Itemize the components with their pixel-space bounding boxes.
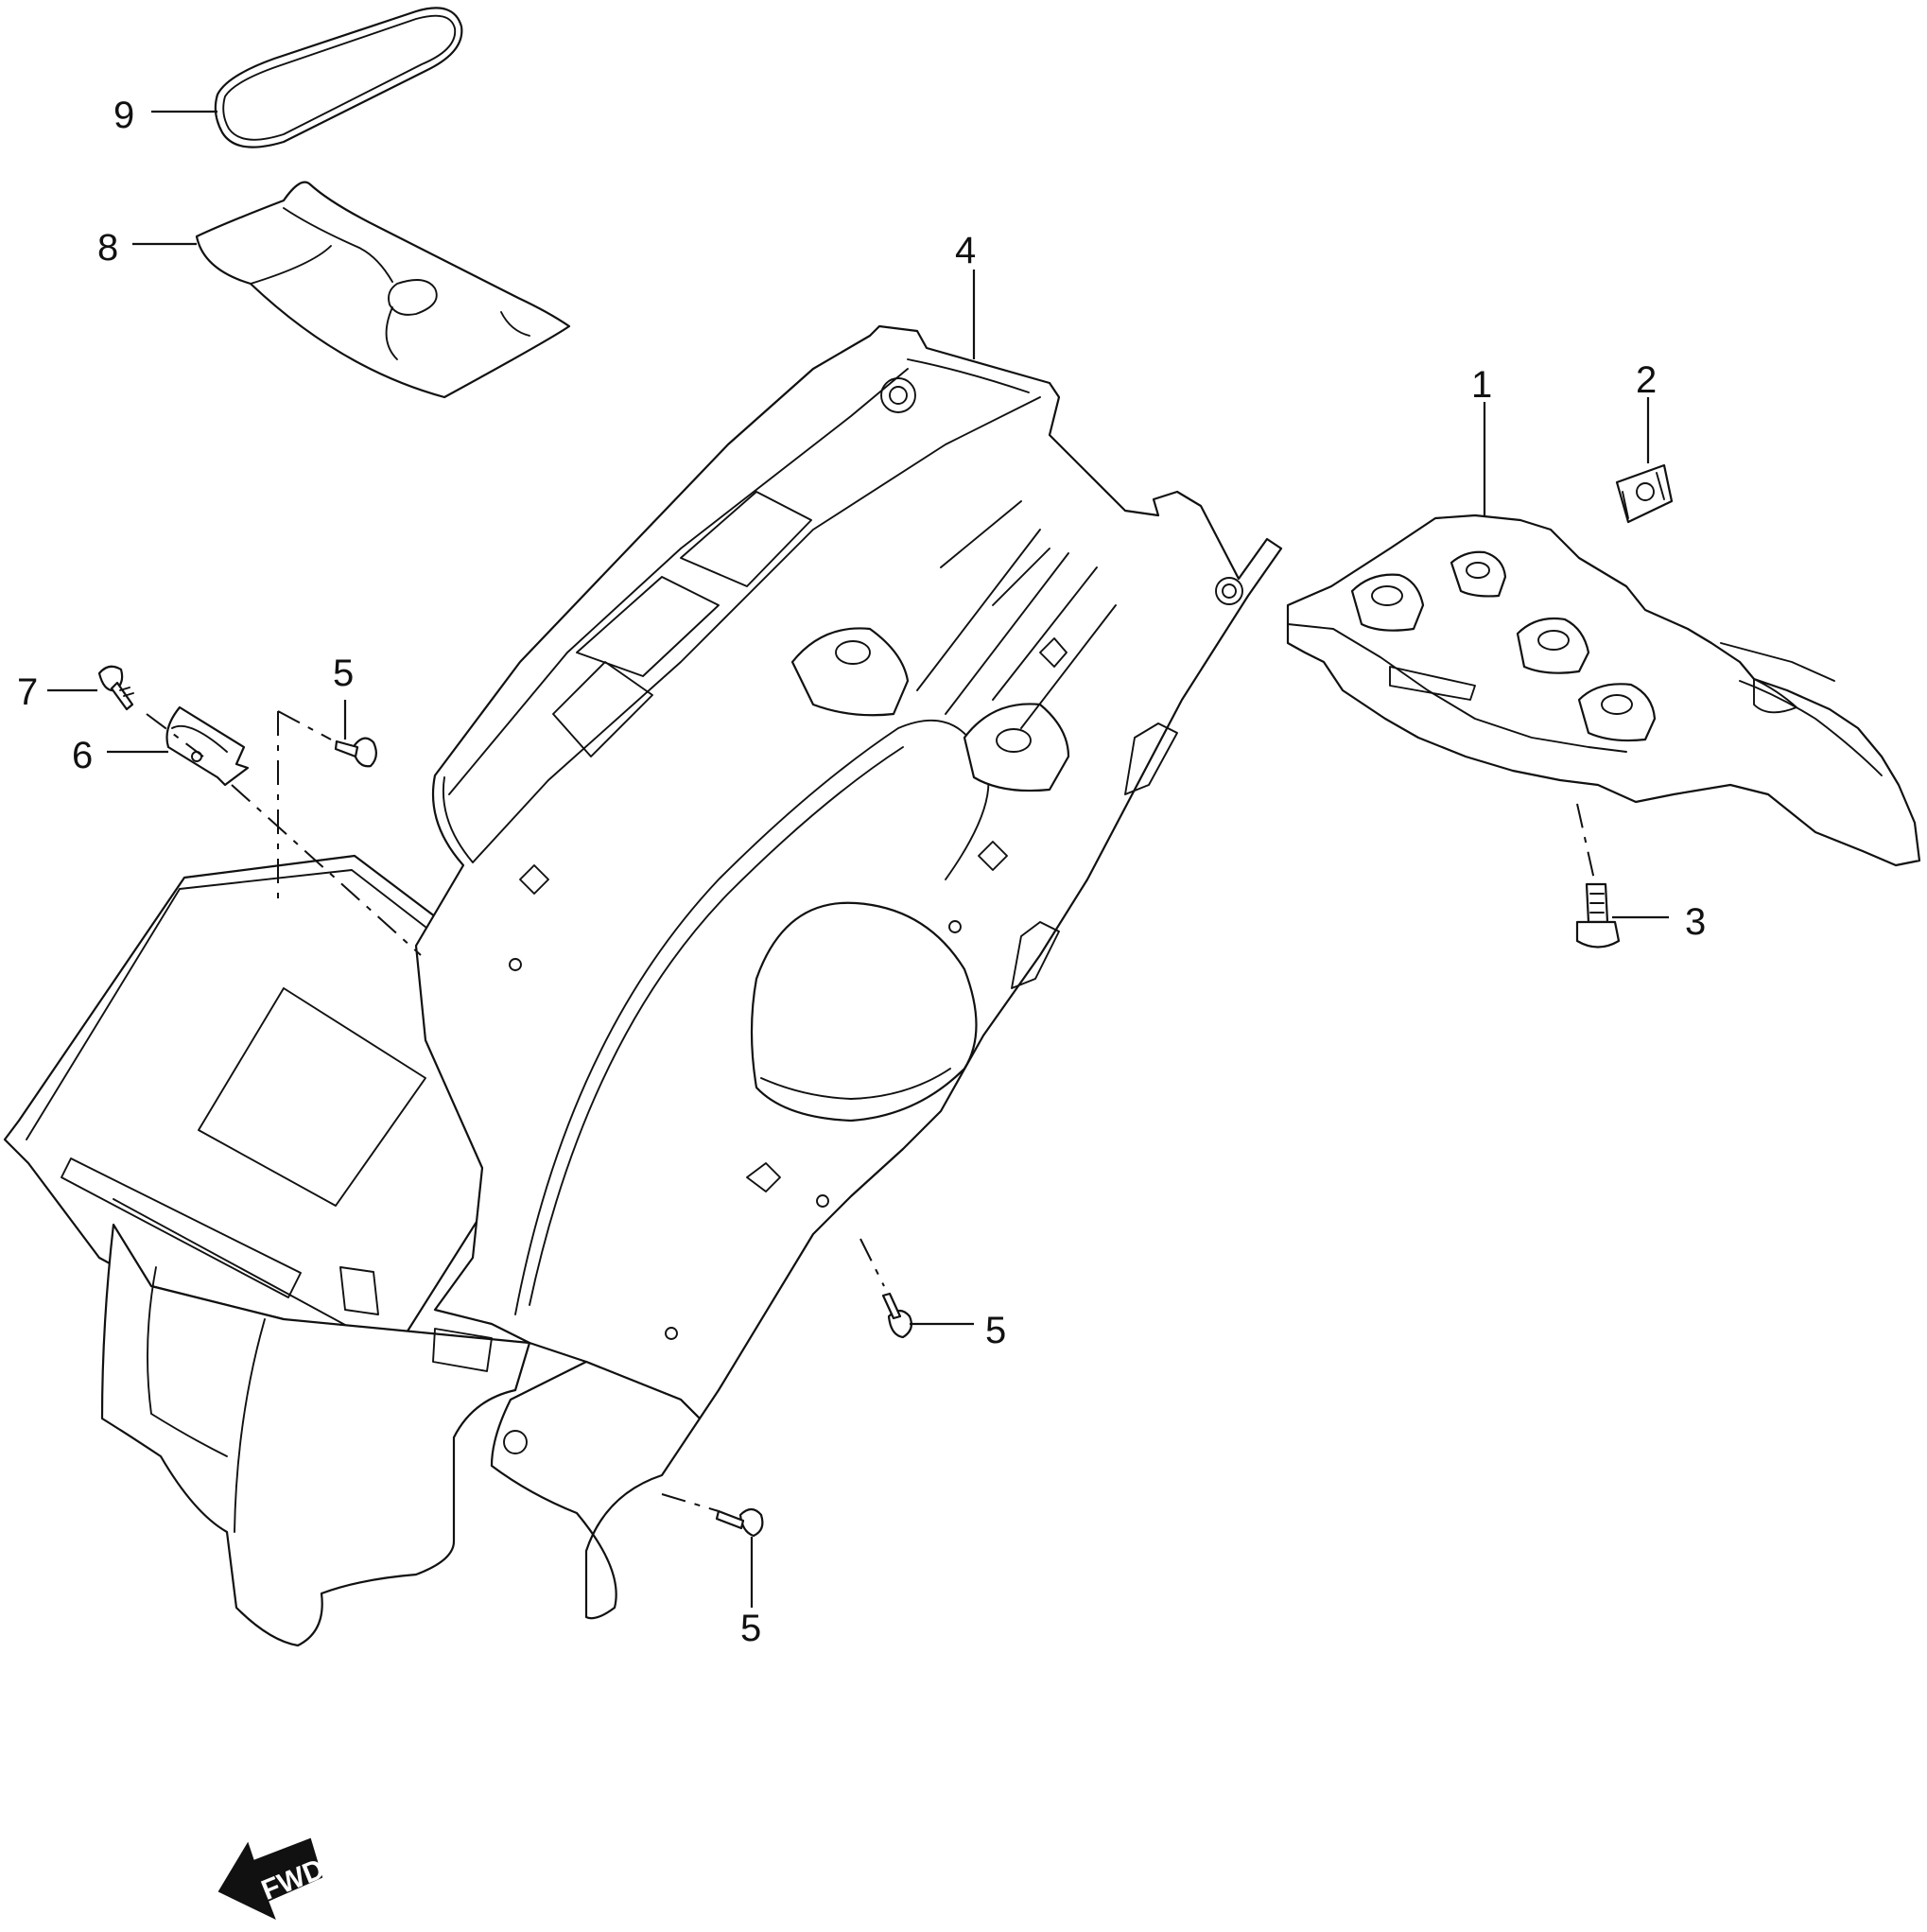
part-4-rear-fender <box>3 324 1283 1647</box>
callout-1: 1 <box>1471 364 1492 406</box>
reference-line-lower-screw <box>661 1493 720 1512</box>
part-6-clip <box>165 705 250 787</box>
reference-line-fender-screw <box>859 1238 885 1287</box>
part-8-bag <box>195 181 571 399</box>
part-5-screw-center <box>881 1292 912 1339</box>
callout-8: 8 <box>97 227 118 269</box>
part-5-screw-upper-left <box>334 737 377 768</box>
callout-6: 6 <box>72 735 93 776</box>
part-5-screw-lower <box>715 1507 764 1538</box>
part-2-clip-nut <box>1615 463 1674 524</box>
callout-5-upper: 5 <box>333 653 354 694</box>
callout-3: 3 <box>1685 901 1706 943</box>
callout-9: 9 <box>113 95 134 136</box>
part-7-screw <box>97 665 134 711</box>
reference-line-bracket-bolt <box>1576 803 1595 880</box>
part-1-bracket <box>1286 513 1921 867</box>
part-9-belt <box>214 7 463 148</box>
callout-5-center: 5 <box>985 1310 1006 1351</box>
callout-4: 4 <box>955 230 976 271</box>
callout-2: 2 <box>1636 359 1657 401</box>
reference-line-clip <box>146 713 422 956</box>
part-3-bolt <box>1575 882 1621 949</box>
fwd-direction-arrow: FWD <box>217 1837 329 1921</box>
callout-7: 7 <box>17 671 38 713</box>
reference-line-screw <box>277 710 332 908</box>
leader-lines <box>47 110 1669 1608</box>
callout-5-lower: 5 <box>740 1608 761 1649</box>
